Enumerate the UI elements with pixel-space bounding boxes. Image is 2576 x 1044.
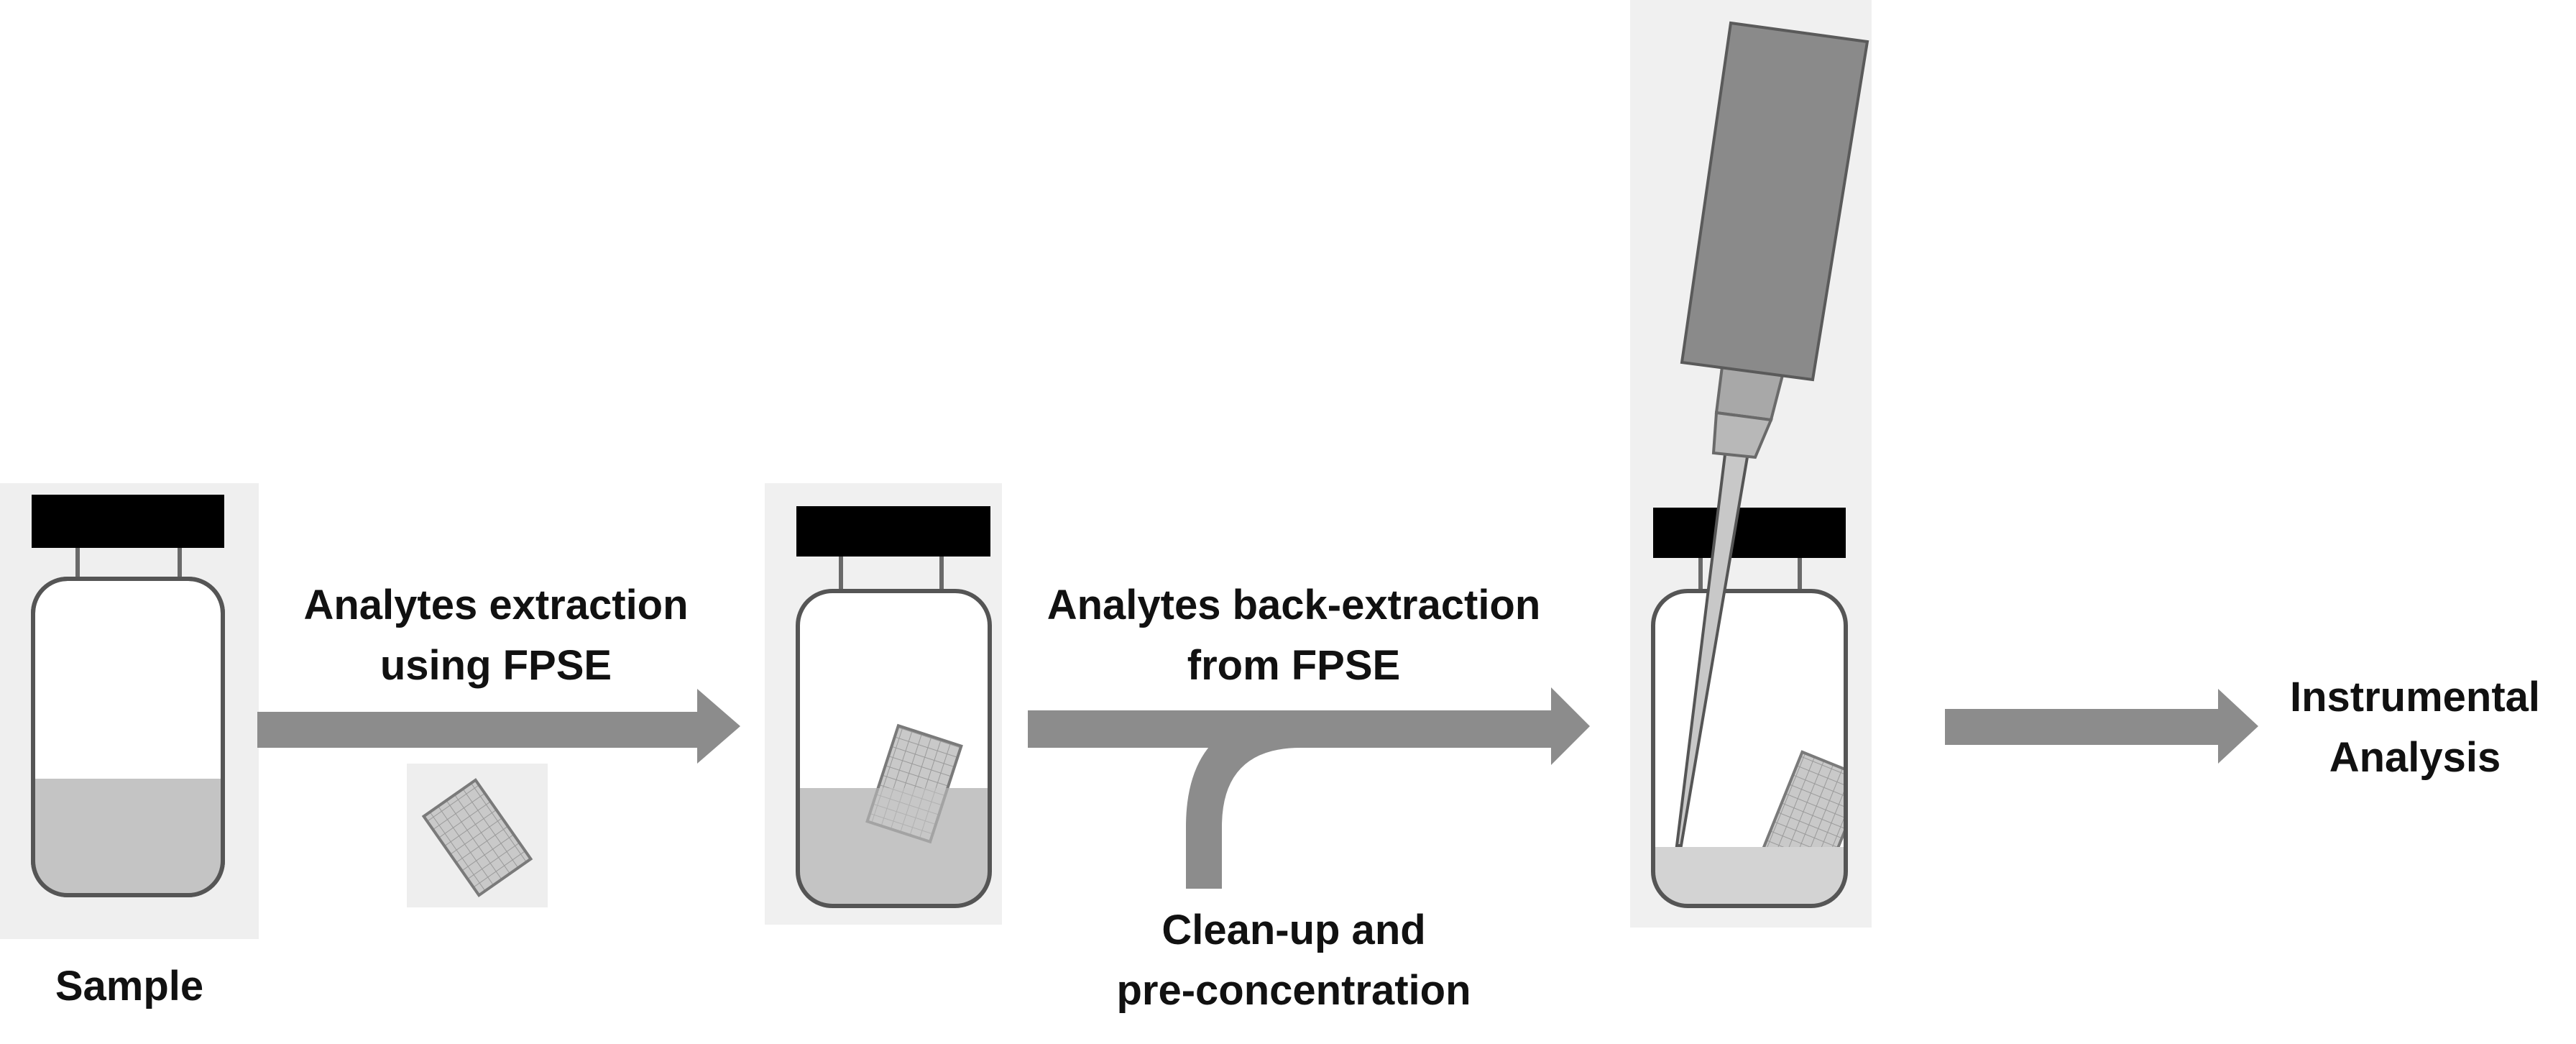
fpse-membrane xyxy=(407,764,548,907)
cleanup-branch xyxy=(1186,712,1317,889)
vial-cap xyxy=(1653,508,1846,558)
vial-cap xyxy=(796,506,990,557)
arrow-extraction xyxy=(257,689,740,764)
back-extraction-step-label: Analytes back-extraction from FPSE xyxy=(1046,582,1541,689)
eluent-liquid xyxy=(1653,847,1846,906)
extraction-vial xyxy=(765,483,1002,925)
vial-cap xyxy=(32,495,224,548)
sample-liquid xyxy=(35,779,221,893)
pipette xyxy=(1675,21,1869,847)
cleanup-label: Clean-up and pre-concentration xyxy=(1116,907,1471,1014)
sample-label: Sample xyxy=(55,963,204,1009)
pipette-body xyxy=(1680,21,1869,382)
extraction-step-label: Analytes extraction using FPSE xyxy=(303,582,689,689)
instrumental-analysis-label: Instrumental Analysis xyxy=(2289,674,2541,781)
arrow-analysis xyxy=(1945,689,2258,764)
sample-vial xyxy=(0,483,259,939)
